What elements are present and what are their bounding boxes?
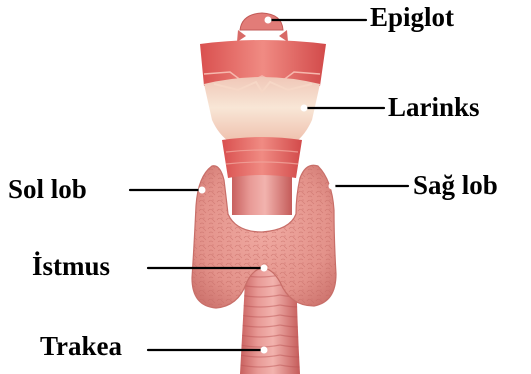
label-trakea: Trakea <box>40 333 122 360</box>
label-sol-lob: Sol lob <box>8 176 87 203</box>
cricoid-band <box>222 137 302 178</box>
label-epiglot: Epiglot <box>370 4 454 31</box>
epiglottis-shape <box>240 13 283 30</box>
label-istmus: İstmus <box>32 253 110 280</box>
label-sag-lob: Sağ lob <box>413 172 498 199</box>
label-larinks: Larinks <box>388 94 480 121</box>
